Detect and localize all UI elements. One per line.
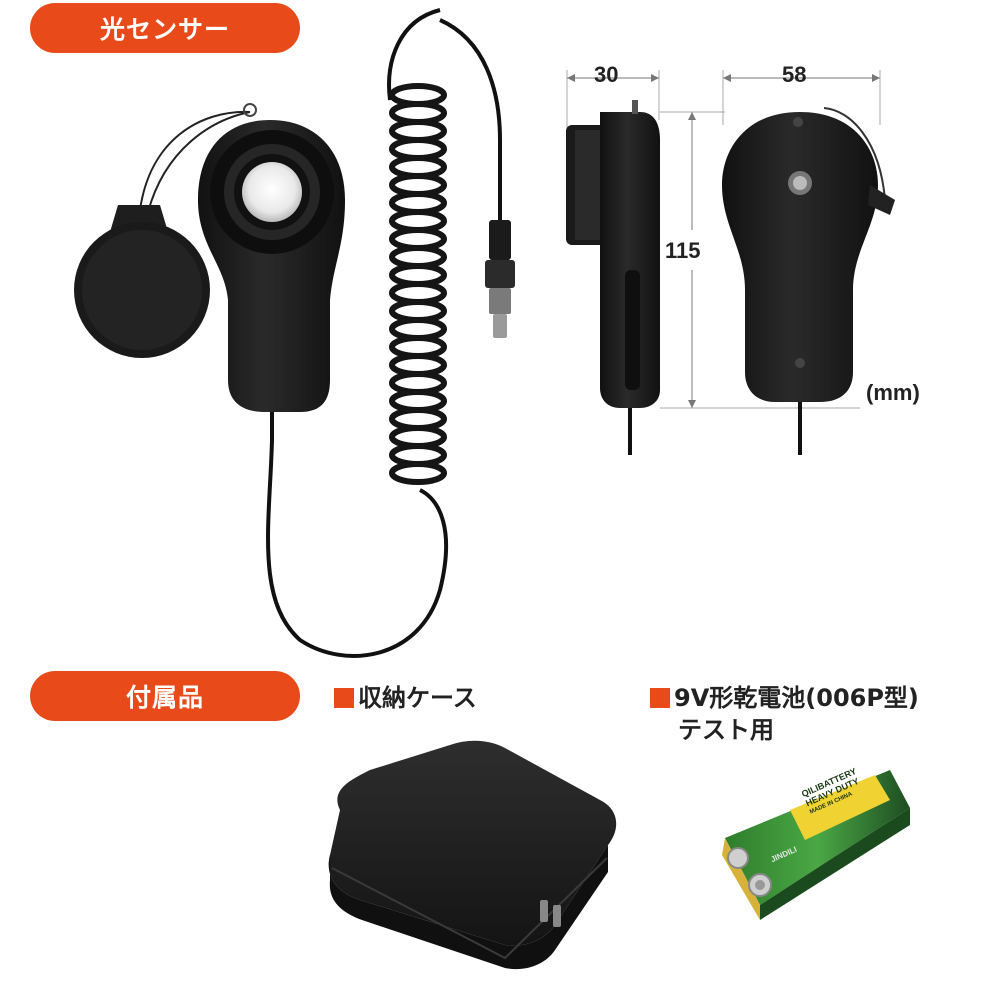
sensor-front-view [74, 103, 449, 658]
section-title-sensor: 光センサー [30, 3, 300, 53]
section-title-accessories: 付属品 [30, 671, 300, 721]
battery-label-line2: テスト用 [678, 716, 774, 744]
bullet-square [334, 688, 354, 708]
case-label-text: 収納ケース [358, 684, 477, 712]
battery-label-line1: 9V形乾電池(006P型) [674, 684, 919, 712]
dimension-depth: 30 [594, 62, 619, 87]
battery [722, 770, 910, 920]
sensor-back-view [722, 70, 895, 455]
dimension-unit: (mm) [866, 380, 920, 405]
battery-label: 9V形乾電池(006P型) テスト用 [650, 682, 919, 746]
coiled-cable [387, 8, 515, 485]
coil-loop [389, 461, 447, 485]
sensor-side-view [566, 70, 860, 455]
bullet-square [650, 688, 670, 708]
dimension-height: 115 [665, 238, 701, 263]
dimension-width: 58 [782, 62, 807, 87]
storage-case [328, 740, 617, 970]
case-label: 収納ケース [334, 682, 477, 714]
